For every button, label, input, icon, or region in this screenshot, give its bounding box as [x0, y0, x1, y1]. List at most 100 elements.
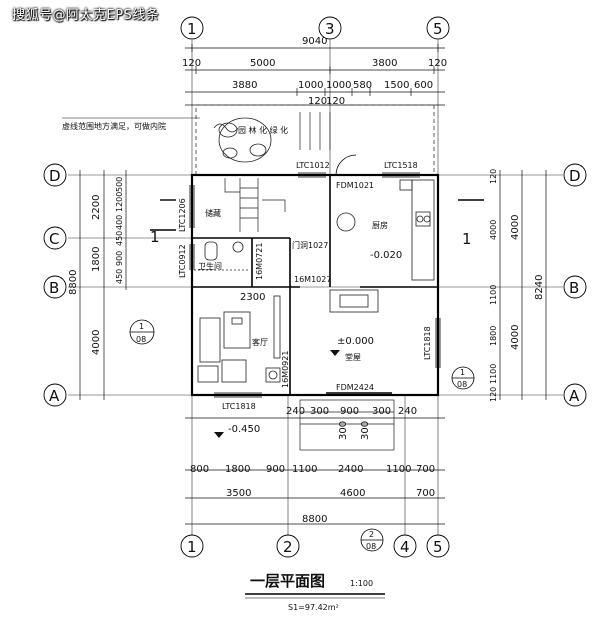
axis-top-5: 5 — [433, 20, 443, 38]
axis-right-B: B — [569, 279, 579, 297]
dim-top-row3: 3880 1000 1000 580 1500 600 — [232, 80, 433, 91]
dim-bottom-row1-4: 300 — [372, 406, 391, 417]
dim-top-overall: 9040 — [302, 36, 327, 47]
dim-right-fine-6: 120 — [489, 387, 498, 402]
dim-right-fine-1: 120 — [489, 169, 498, 184]
dim-bottom-row1-2: 300 — [310, 406, 329, 417]
dimension-lines-bottom — [185, 417, 445, 525]
exterior-walls — [190, 173, 440, 397]
dim-left-overall: 8800 — [68, 270, 79, 295]
axis-bottom-5: 5 — [433, 538, 443, 556]
detail-2-sheet: 08 — [457, 380, 467, 389]
dimension-lines-top — [185, 44, 445, 106]
stair — [224, 178, 286, 232]
opening-fdm1021: FDM1021 — [336, 181, 374, 190]
watermark-text: 搜狐号@阿太克EPS线条 — [12, 8, 160, 23]
axis-left-A: A — [49, 387, 60, 405]
dim-bottom-row1-5: 240 — [398, 406, 417, 417]
dim-bottom-row3-1: 3500 — [226, 488, 251, 499]
section-mark-right: 1 — [462, 230, 472, 248]
elev-outside: -0.450 — [228, 424, 260, 435]
garden-label: 园 林 化 绿 化 — [238, 125, 288, 135]
opening-fdm2424: FDM2424 — [336, 383, 374, 392]
opening-ltc1818-bottom: LTC1818 — [222, 402, 256, 411]
dim-top-row2-2: 5000 — [250, 58, 275, 69]
opening-ltc0912: LTC0912 — [178, 244, 187, 278]
dim-top-row4b: 120 — [326, 96, 345, 107]
bathroom-fixtures — [194, 241, 250, 271]
room-kitchen: 厨房 — [372, 220, 388, 230]
dim-bottom-row1: 240 300 900 300 240 — [286, 406, 417, 417]
opening-m1027: 门洞1027 — [292, 240, 328, 250]
dim-left-fine-1: 500 — [115, 177, 124, 192]
dim-top-row4: 120 — [308, 96, 327, 107]
dim-right-fine-3: 1100 — [489, 285, 498, 305]
kitchen-fixtures — [336, 179, 435, 281]
garden-planting — [213, 117, 272, 163]
axis-top-1: 1 — [187, 20, 197, 38]
dim-top-row2-1: 120 — [182, 58, 201, 69]
room-hall: 堂屋 — [345, 352, 361, 362]
detail-3-sheet: 08 — [366, 542, 376, 551]
dim-top-row3-5: 1500 — [384, 80, 409, 91]
dim-left-fine-5: 900 — [115, 251, 124, 266]
dim-top-row3-6: 600 — [414, 80, 433, 91]
dim-top-row3-3: 1000 — [326, 80, 351, 91]
dim-left-fine: 500 1200 400 450 900 450 — [115, 177, 124, 284]
detail-1-num: 1 — [139, 322, 144, 331]
dim-right-fine-5: 1100 — [489, 364, 498, 384]
elev-hall: ±0.000 — [337, 336, 374, 347]
axis-labels: 1 3 5 1 2 4 5 D C B A D B A — [49, 20, 581, 556]
dim-right-fine-2: 4000 — [489, 220, 498, 240]
opening-m0921: 16M0921 — [281, 351, 290, 388]
section-mark-left: 1 — [150, 228, 160, 246]
axis-right-A: A — [569, 387, 580, 405]
drawing-scale: 1:100 — [350, 579, 373, 588]
elev-kitchen: -0.020 — [370, 250, 402, 261]
opening-ltc1518: LTC1518 — [384, 161, 418, 170]
dim-bottom-row3-3: 700 — [416, 488, 435, 499]
dim-left-fine-6: 450 — [115, 269, 124, 284]
dim-top-row2: 120 5000 3800 120 — [182, 58, 447, 69]
dim-bottom-row2-3: 900 — [266, 464, 285, 475]
dim-bottom-row2-4: 1100 — [292, 464, 317, 475]
dim-steps-300b: 300 — [360, 421, 371, 440]
interior-walls — [192, 175, 438, 395]
dim-top-row3-1: 3880 — [232, 80, 257, 91]
dim-bottom-row1-3: 900 — [340, 406, 359, 417]
dim-bottom-row2-6: 1100 — [386, 464, 411, 475]
detail-1-sheet: 08 — [136, 335, 146, 344]
dim-steps-300: 300 — [338, 421, 349, 440]
dim-left-fine-4: 450 — [115, 231, 124, 246]
courtyard-steps — [299, 112, 331, 150]
axis-left-C: C — [49, 230, 59, 248]
dim-bottom-row2: 800 1800 900 1100 2400 1100 700 — [190, 464, 435, 475]
dim-bottom-row2-2: 1800 — [225, 464, 250, 475]
room-living: 客厅 — [252, 337, 268, 347]
elev-outside-marker — [214, 432, 224, 438]
detail-callouts — [129, 319, 475, 552]
dim-top-row2-3: 3800 — [372, 58, 397, 69]
opening-ltc1206: LTC1206 — [178, 198, 187, 232]
axis-bubbles — [43, 16, 587, 558]
axis-left-D: D — [49, 167, 61, 185]
axis-bottom-1: 1 — [187, 538, 197, 556]
dim-left-seg1: 2200 — [91, 195, 102, 220]
elev-hall-marker — [330, 350, 340, 356]
dim-bottom-overall: 8800 — [302, 514, 327, 525]
dim-left-fine-2: 1200 — [115, 192, 124, 212]
dim-right-seg1: 4000 — [510, 215, 521, 240]
drawing-title: 一层平面图 — [250, 572, 325, 590]
opening-ltc1818-right: LTC1818 — [423, 326, 432, 360]
window-symbols — [189, 154, 441, 398]
room-storage: 储藏 — [205, 208, 221, 218]
dim-top-row3-2: 1000 — [298, 80, 323, 91]
dim-bottom-row2-7: 700 — [416, 464, 435, 475]
dim-bottom-row1-1: 240 — [286, 406, 305, 417]
opening-ltc1012: LTC1012 — [296, 161, 330, 170]
opening-m1027b: 16M1027 — [294, 275, 331, 284]
axis-right-D: D — [569, 167, 581, 185]
dim-right-seg2: 4000 — [510, 325, 521, 350]
dim-right-fine-4: 1800 — [489, 326, 498, 346]
axis-top-3: 3 — [325, 20, 335, 38]
